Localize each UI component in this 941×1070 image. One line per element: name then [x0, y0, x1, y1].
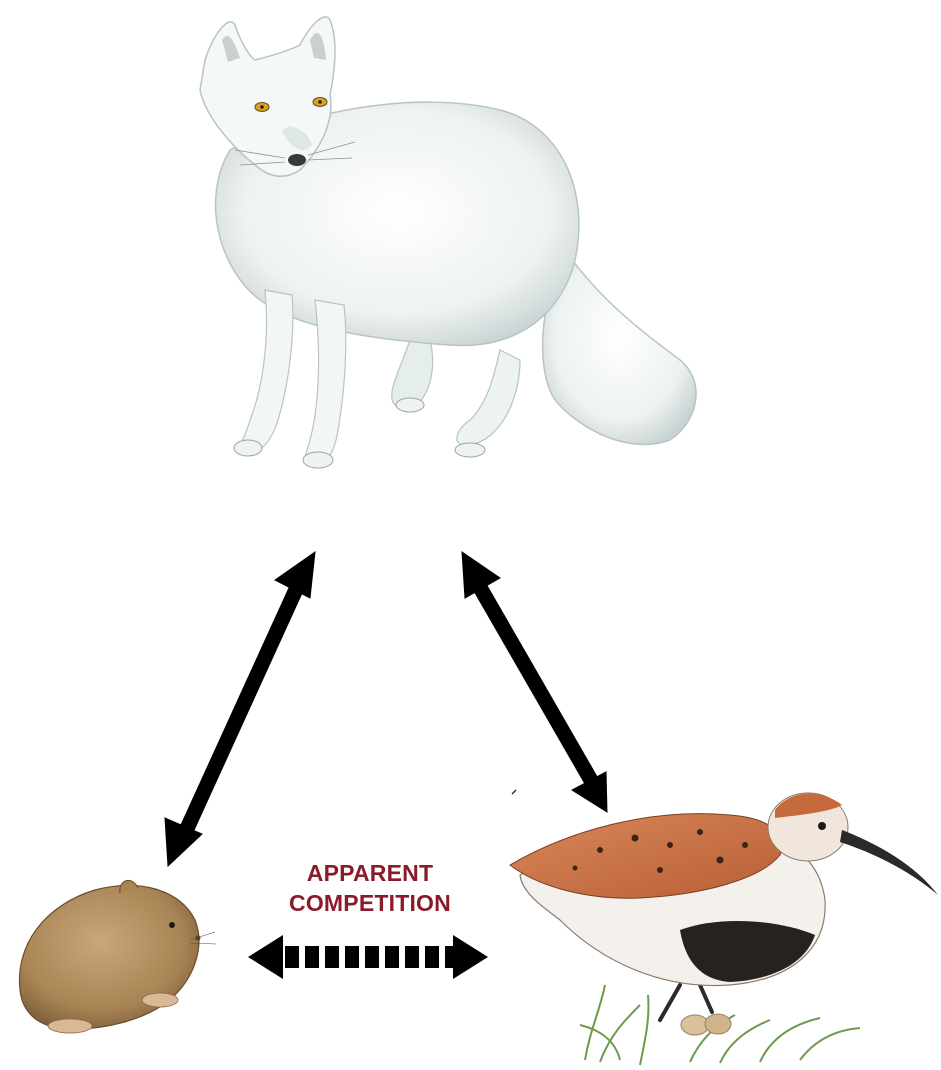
- relation-label-line1: APPARENT: [250, 858, 490, 888]
- dunlin-shorebird-illustration: [510, 793, 938, 1065]
- relation-label: APPARENT COMPETITION: [250, 858, 490, 918]
- stroke-mark: [512, 790, 516, 794]
- lemming-illustration: [19, 880, 216, 1033]
- arctic-fox-illustration: [200, 17, 696, 468]
- fox-shorebird-arrow: [462, 552, 607, 812]
- fox-lemming-arrow: [165, 552, 315, 866]
- apparent-competition-arrow: [248, 935, 488, 979]
- relation-label-line2: COMPETITION: [250, 888, 490, 918]
